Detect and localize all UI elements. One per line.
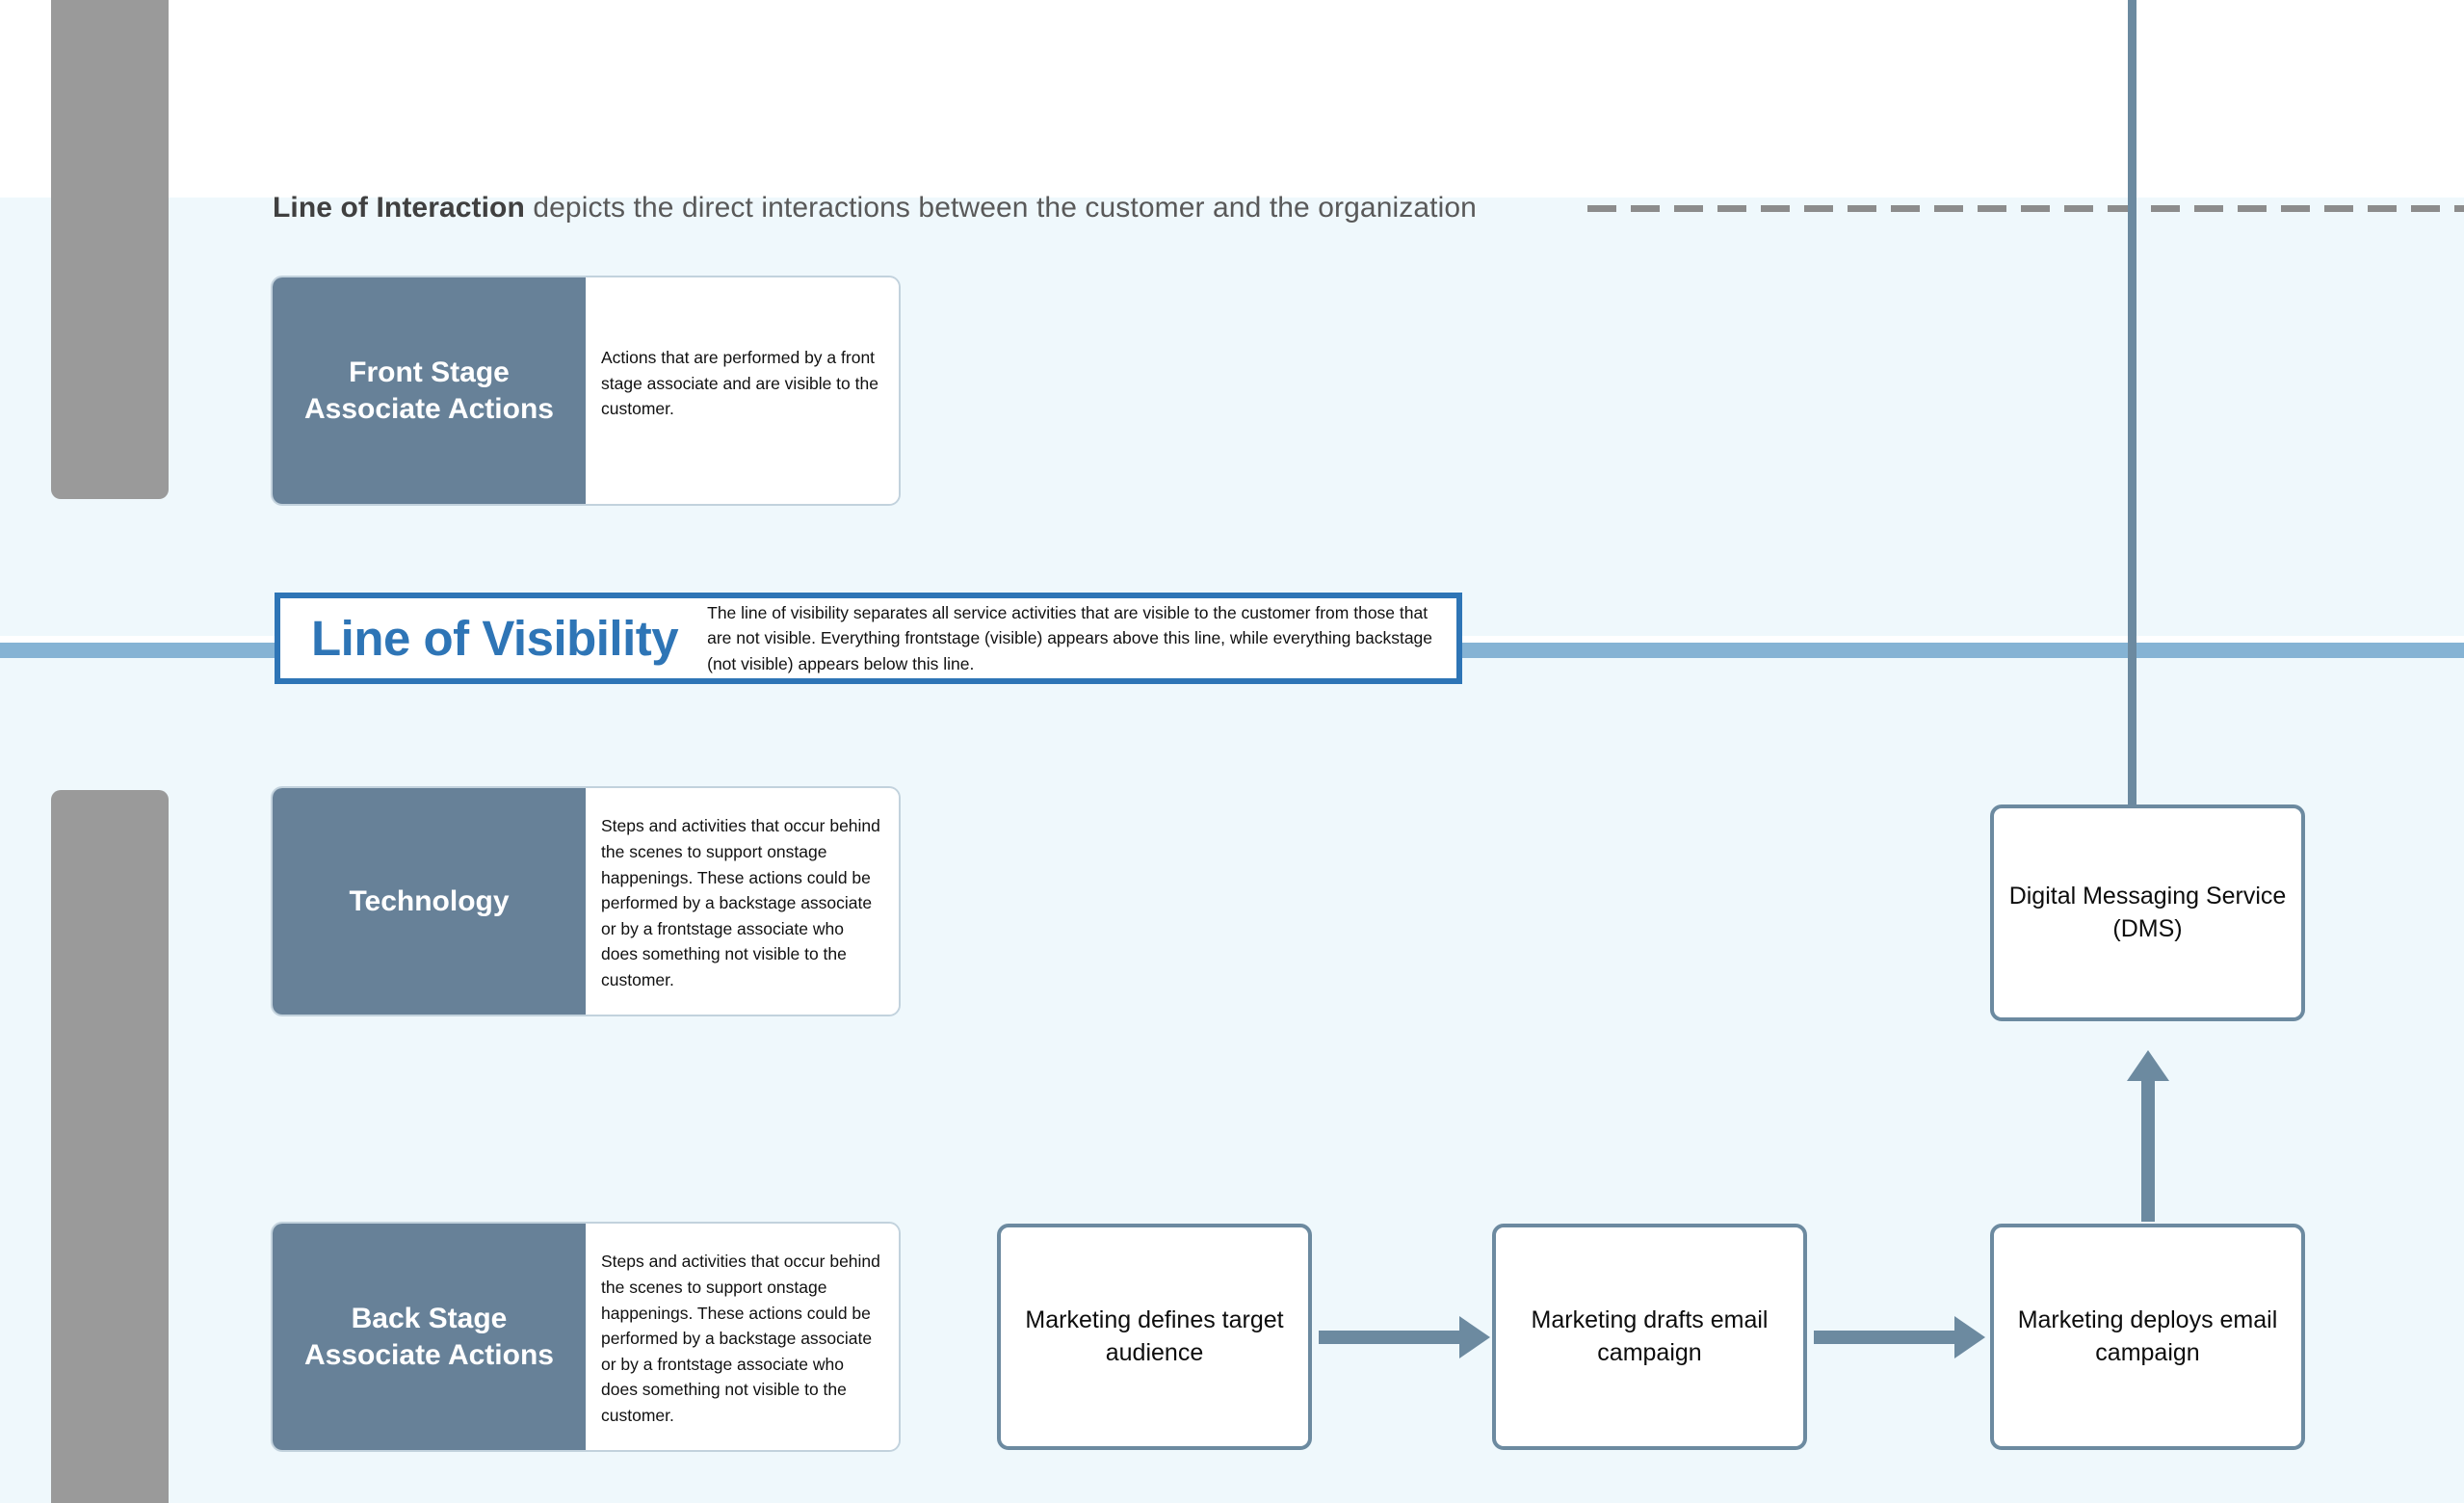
node-marketing-drafts-email-campaign[interactable]: Marketing drafts email campaign	[1492, 1224, 1807, 1450]
lane-label-title-line1: Front Stage	[349, 356, 510, 388]
arrow-define-to-draft	[1319, 1316, 1490, 1358]
lane-label-title-line2: Associate Actions	[304, 392, 554, 425]
line-of-visibility-callout[interactable]: Line of Visibility The line of visibilit…	[275, 593, 1462, 684]
lane-label-front-stage-associate-actions[interactable]: Front Stage Associate Actions Actions th…	[273, 277, 899, 504]
lane-label-title-line2: Associate Actions	[304, 1338, 554, 1371]
lane-label-title: Technology	[273, 788, 586, 1015]
line-of-visibility-description: The line of visibility separates all ser…	[707, 602, 1433, 673]
line-of-interaction-label: Line of Interaction depicts the direct i…	[273, 192, 1477, 224]
line-of-visibility-title: Line of Visibility	[311, 611, 679, 666]
arrow-deploy-to-dms	[2127, 1050, 2169, 1222]
vertical-connector-to-dms	[2128, 0, 2136, 807]
arrow-draft-to-deploy	[1814, 1316, 1985, 1358]
lane-label-description: Steps and activities that occur behind t…	[586, 788, 899, 1015]
lane-label-description: Steps and activities that occur behind t…	[586, 1224, 899, 1450]
line-of-interaction-dashed-rule	[1587, 205, 2464, 212]
node-digital-messaging-service[interactable]: Digital Messaging Service (DMS)	[1990, 804, 2305, 1021]
lane-label-title: Back Stage Associate Actions	[273, 1224, 586, 1450]
lane-label-technology[interactable]: Technology Steps and activities that occ…	[273, 788, 899, 1015]
lane-label-title-line1: Back Stage	[351, 1302, 508, 1334]
lane-label-title-line1: Technology	[349, 884, 510, 917]
lane-bar-frontstage	[51, 0, 169, 499]
node-marketing-defines-target-audience[interactable]: Marketing defines target audience	[997, 1224, 1312, 1450]
node-marketing-deploys-email-campaign[interactable]: Marketing deploys email campaign	[1990, 1224, 2305, 1450]
lane-label-title: Front Stage Associate Actions	[273, 277, 586, 504]
line-of-interaction-bold-label: Line of Interaction	[273, 192, 525, 224]
lane-label-back-stage-associate-actions[interactable]: Back Stage Associate Actions Steps and a…	[273, 1224, 899, 1450]
lane-label-description: Actions that are performed by a front st…	[586, 277, 899, 504]
lane-bar-backstage	[51, 790, 169, 1503]
line-of-interaction-description: depicts the direct interactions between …	[524, 192, 1477, 224]
